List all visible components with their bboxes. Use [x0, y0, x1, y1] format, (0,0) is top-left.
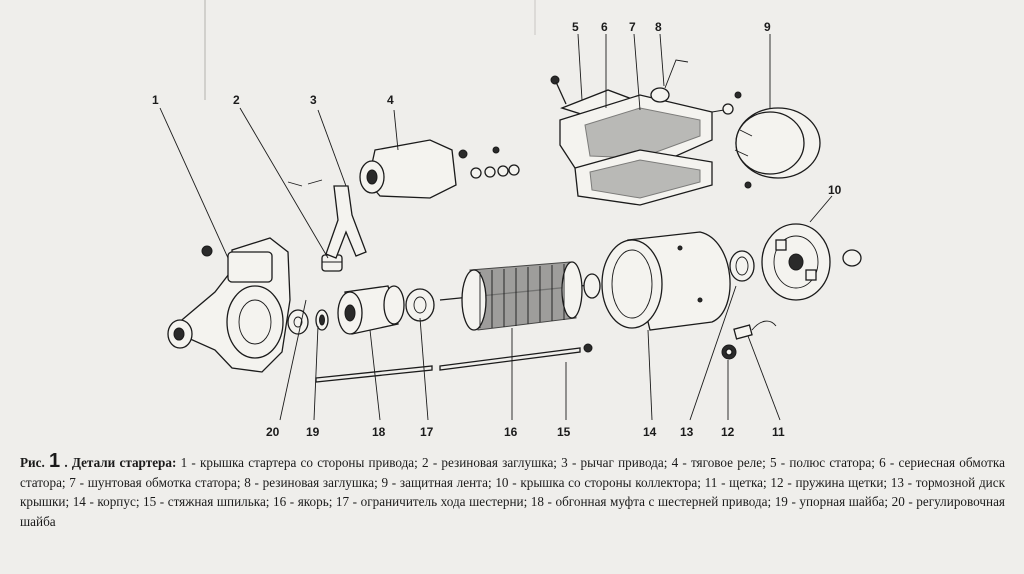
label-7: 7 [629, 20, 636, 34]
pinion-limiter [405, 288, 435, 322]
overrunning-clutch [337, 285, 405, 335]
figure-caption: Рис. 1 . Детали стартера: 1 - крышка ста… [20, 450, 1005, 531]
armature [439, 261, 601, 331]
rubber-plug [321, 254, 343, 272]
brush-spring [721, 344, 737, 360]
brush [733, 320, 777, 340]
label-11: 11 [772, 425, 785, 439]
drive-lever [287, 179, 367, 259]
tie-rods [315, 343, 593, 383]
adjusting-washer [287, 309, 309, 335]
caption-title: . Детали стартера: [64, 455, 177, 470]
thrust-washer [315, 309, 329, 331]
label-9: 9 [764, 20, 771, 34]
label-20: 20 [266, 425, 280, 439]
label-12: 12 [721, 425, 735, 439]
caption-figure-number: 1 [49, 450, 61, 472]
label-5: 5 [572, 20, 579, 34]
stator-windings [550, 59, 734, 206]
label-14: 14 [643, 425, 657, 439]
leader-lines [159, 33, 833, 421]
label-16: 16 [504, 425, 518, 439]
label-3: 3 [310, 93, 317, 107]
housing [601, 231, 731, 331]
caption-prefix: Рис. [20, 455, 45, 470]
label-18: 18 [372, 425, 386, 439]
starter-exploded-view: 1 2 3 4 5 6 7 8 9 10 11 12 13 14 15 16 1… [152, 0, 862, 439]
label-2: 2 [233, 93, 240, 107]
traction-relay [359, 139, 520, 199]
commutator-cover [761, 223, 862, 301]
label-4: 4 [387, 93, 394, 107]
drive-side-cover [167, 237, 291, 373]
label-6: 6 [601, 20, 608, 34]
label-1: 1 [152, 93, 159, 107]
caption-text: 1 - крышка стартера со стороны привода; … [20, 455, 1005, 529]
label-15: 15 [557, 425, 571, 439]
label-13: 13 [680, 425, 694, 439]
label-8: 8 [655, 20, 662, 34]
label-19: 19 [306, 425, 320, 439]
brake-disc [729, 250, 755, 282]
protective-band [734, 91, 821, 189]
label-17: 17 [420, 425, 434, 439]
label-10: 10 [828, 183, 842, 197]
